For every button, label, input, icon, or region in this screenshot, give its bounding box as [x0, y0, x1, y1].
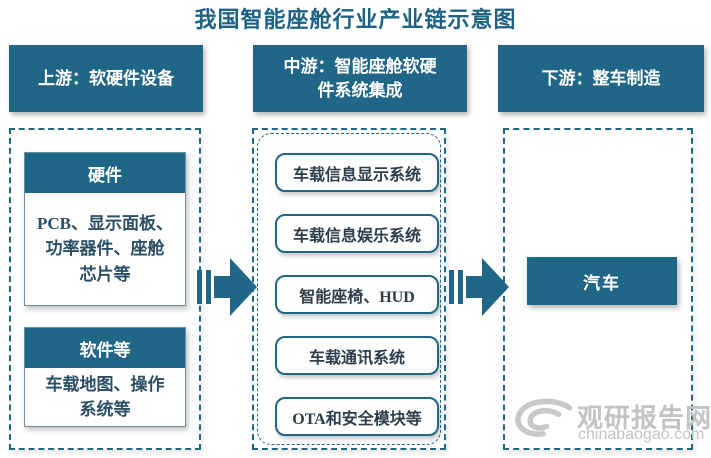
midstream-header: 中游：智能座舱软硬 件系统集成 [253, 45, 467, 112]
midstream-inner-border [257, 133, 441, 445]
software-group-header: 软件等 [25, 328, 185, 368]
midstream-item: 车载信息显示系统 [275, 153, 439, 192]
midstream-item: OTA和安全模块等 [275, 397, 439, 436]
software-group-content: 车载地图、操作 系统等 [45, 374, 165, 420]
software-group: 软件等 车载地图、操作 系统等 [24, 327, 186, 427]
midstream-item: 车载信息娱乐系统 [275, 214, 439, 253]
right-arrow-icon [197, 258, 257, 316]
hardware-group-header: 硬件 [25, 153, 185, 193]
hardware-group-content: PCB、显示面板、 功率器件、座舱 芯片等 [37, 213, 173, 284]
hardware-group: 硬件 PCB、显示面板、 功率器件、座舱 芯片等 [24, 152, 186, 306]
page-title: 我国智能座舱行业产业链示意图 [194, 7, 517, 32]
midstream-item: 车载通讯系统 [275, 336, 439, 375]
right-arrow-icon [449, 258, 509, 316]
upstream-panel: 硬件 PCB、显示面板、 功率器件、座舱 芯片等 软件等 车载地图、操作 系统等 [9, 128, 201, 450]
watermark-domain: chinabaogao.com [578, 426, 705, 443]
midstream-item: 智能座椅、HUD [275, 275, 439, 314]
watermark-brand: 观研报告网 [577, 404, 711, 433]
downstream-header: 下游：整车制造 [498, 45, 704, 112]
car-box: 汽车 [527, 257, 677, 305]
upstream-header: 上游：软硬件设备 [9, 45, 203, 112]
watermark-logo-icon [515, 398, 573, 437]
